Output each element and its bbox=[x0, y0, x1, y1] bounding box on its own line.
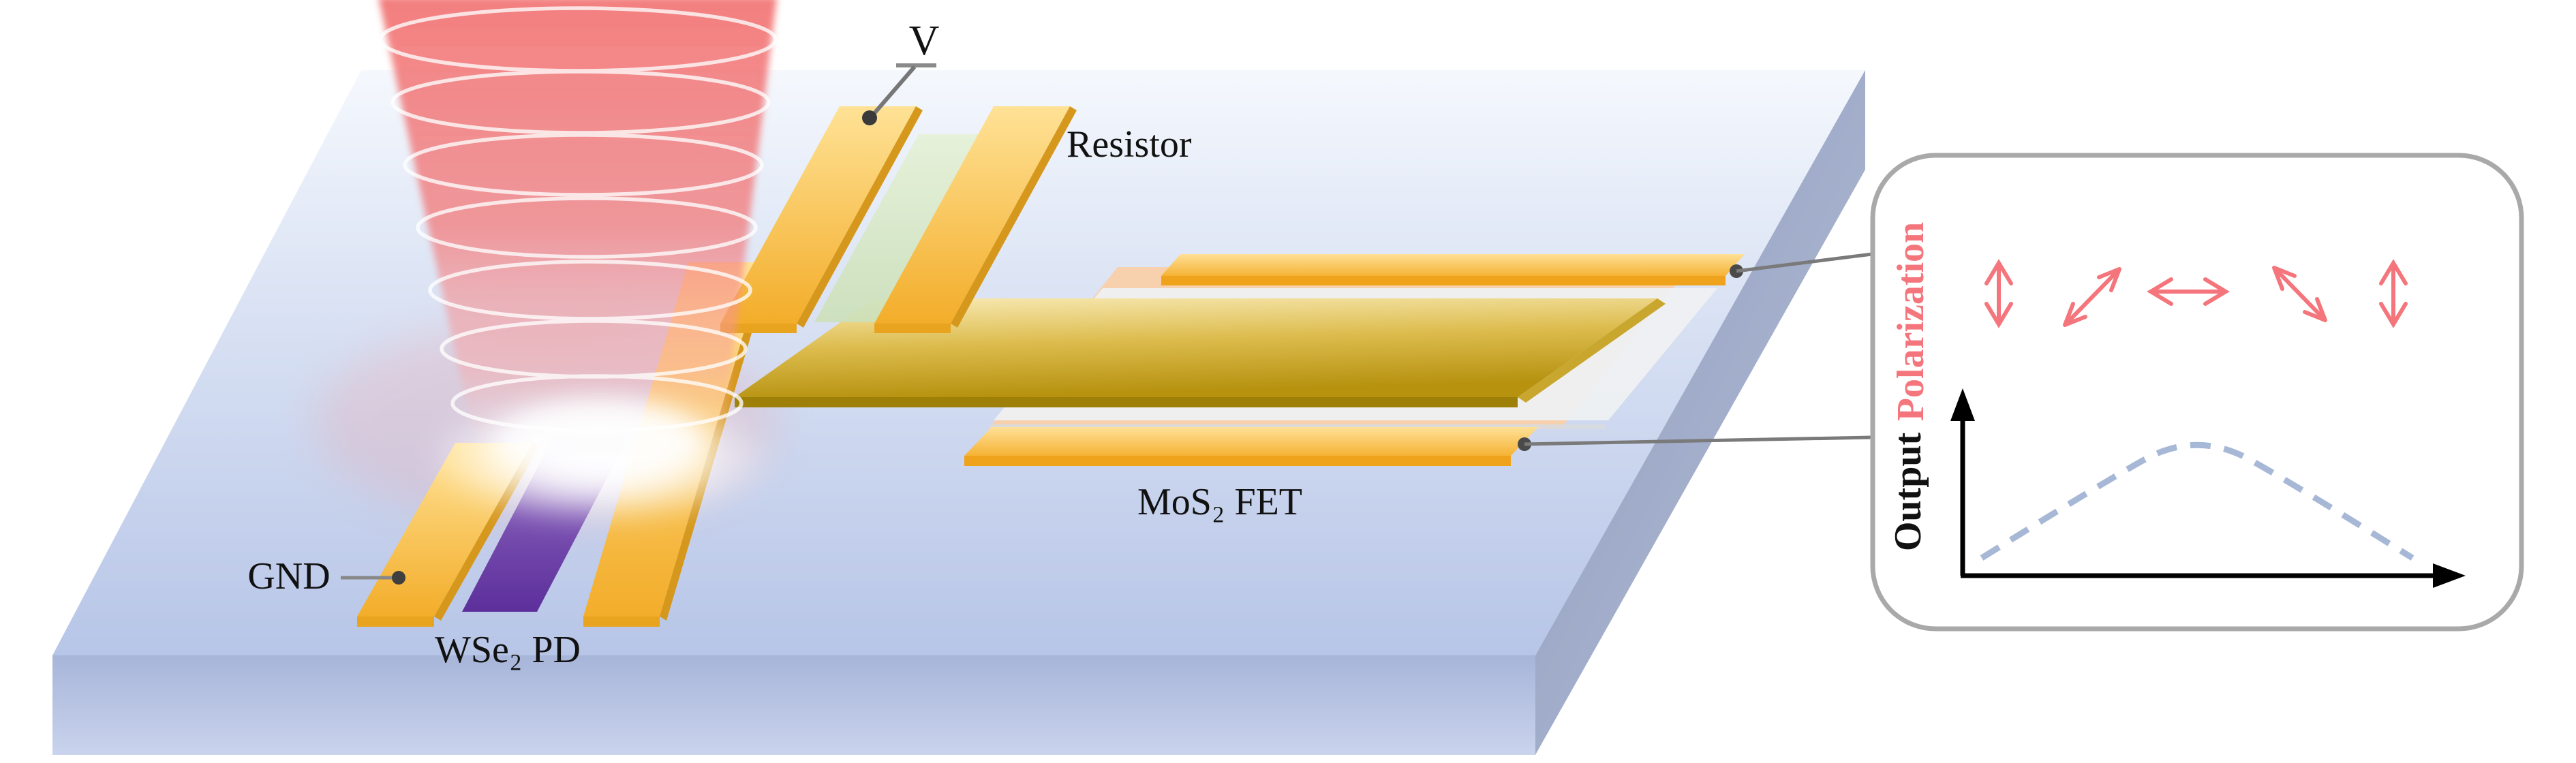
polarization-arrow-45deg bbox=[2063, 267, 2121, 327]
polarization-arrows bbox=[1984, 259, 2408, 328]
resistor-channel bbox=[814, 134, 990, 322]
pd-right-electrode-front bbox=[583, 617, 660, 627]
mos2-fet bbox=[735, 254, 1745, 466]
mos2-fet-label: MoS₂ FET bbox=[1137, 481, 1302, 523]
fet-drain-electrode-front bbox=[964, 456, 1511, 466]
polarization-arrow-90deg bbox=[2147, 277, 2230, 306]
polarization-arrow-180deg bbox=[2379, 259, 2408, 328]
resistor-label: Resistor bbox=[1067, 123, 1192, 166]
resistor-right-electrode-front bbox=[874, 324, 951, 333]
output-label: Output bbox=[1887, 433, 1929, 552]
gate-plate-top bbox=[735, 298, 1657, 397]
inset-panel: Polarization Output bbox=[1870, 153, 2524, 632]
laser-beam-cone bbox=[378, 0, 778, 526]
voltage-lead-line bbox=[869, 65, 917, 119]
laser-focus-hotspot bbox=[497, 402, 702, 484]
resistor-left-electrode-edge bbox=[797, 106, 923, 328]
y-axis-arrowhead-icon bbox=[1950, 388, 1975, 421]
x-axis-arrowhead-icon bbox=[2433, 563, 2466, 588]
polarization-arrow-0deg bbox=[1984, 259, 2013, 328]
polarization-arrow-135deg bbox=[2272, 266, 2327, 322]
laser-cone-body bbox=[379, 0, 777, 453]
substrate-side-face bbox=[1535, 70, 1865, 755]
resistor-right-electrode-edge bbox=[951, 106, 1077, 328]
fet-drain-electrode-top bbox=[964, 427, 1538, 456]
polarization-label: Polarization bbox=[1890, 222, 1932, 421]
annotations: V Resistor GND WSe₂ PD MoS₂ FET bbox=[247, 18, 1873, 671]
resistor-left-electrode-top bbox=[720, 106, 916, 324]
voltage-contact-dot bbox=[862, 110, 877, 125]
inset-chart bbox=[1950, 388, 2466, 588]
wse2-pd-label: WSe₂ PD bbox=[435, 629, 581, 671]
gate-plate-front bbox=[735, 397, 1518, 407]
output-vs-polarization-curve bbox=[1980, 441, 2414, 561]
resistor-left-electrode-front bbox=[720, 324, 797, 333]
inset-panel-frame bbox=[1870, 153, 2524, 632]
fet-source-electrode-front bbox=[1161, 276, 1726, 285]
resistor-right-electrode-top bbox=[874, 106, 1070, 324]
gate-plate-edge bbox=[1518, 298, 1666, 403]
gnd-electrode-front bbox=[357, 617, 434, 627]
drain-probe-line bbox=[1524, 435, 1873, 446]
resistor bbox=[720, 106, 1077, 333]
gnd-label: GND bbox=[247, 555, 330, 597]
gnd-contact-dot bbox=[392, 571, 405, 585]
substrate-front-face bbox=[52, 655, 1535, 755]
fet-source-electrode-top bbox=[1161, 254, 1745, 276]
voltage-label: V bbox=[909, 18, 940, 64]
source-probe-line bbox=[1736, 252, 1873, 273]
